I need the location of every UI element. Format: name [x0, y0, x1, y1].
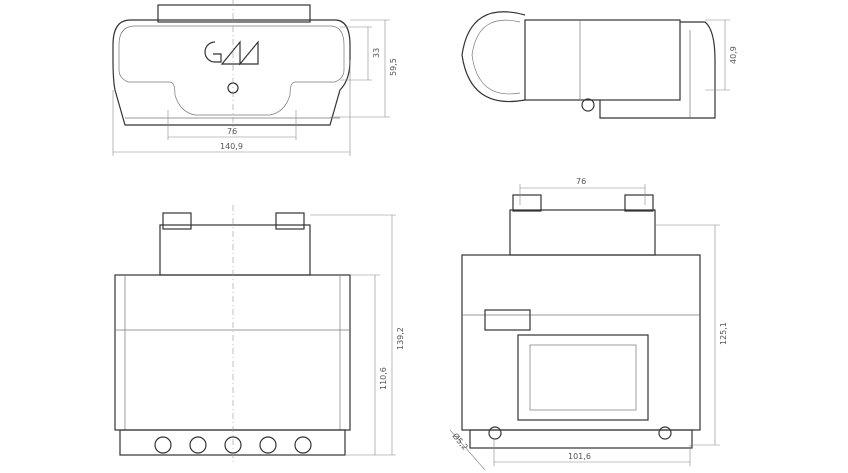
- dim-101-6: 101,6: [568, 452, 591, 461]
- dim-140-9: 140,9: [220, 142, 243, 151]
- dim-125-1: 125,1: [719, 322, 728, 345]
- dim-76-side: 76: [576, 177, 586, 186]
- dim-110-6: 110,6: [379, 367, 388, 390]
- cable-glands: [154, 436, 312, 454]
- dim-hole-diameter: Ø5,2: [450, 431, 470, 452]
- dim-139-2: 139,2: [396, 327, 405, 350]
- side-view-2: 76 125,1 101,6 Ø5,2: [449, 177, 728, 471]
- side-view: 40,9: [461, 11, 738, 119]
- dim-33: 33: [372, 48, 381, 58]
- dim-40-9: 40,9: [729, 46, 738, 64]
- front-view: 110,6 139,2: [114, 205, 405, 465]
- gm-logo: [204, 40, 259, 66]
- top-view: 33 59,5 76 140,9: [112, 0, 398, 156]
- dim-59-5: 59,5: [389, 58, 398, 76]
- dim-76-top: 76: [227, 127, 237, 136]
